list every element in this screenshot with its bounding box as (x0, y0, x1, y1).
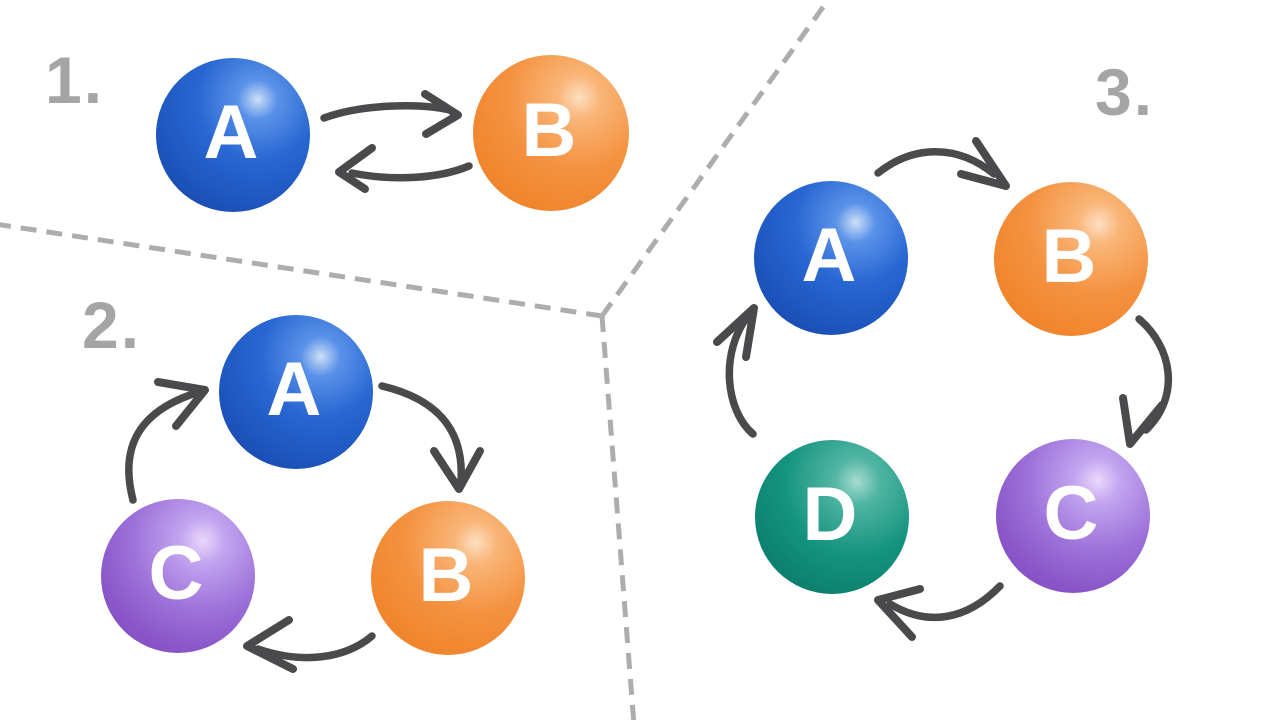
section-3-label: 3. (1095, 55, 1155, 129)
arrow-s2-b-to-c (243, 616, 376, 673)
node-label: B (418, 533, 474, 618)
arrow-head (154, 378, 209, 430)
arrow-shaft (378, 382, 465, 485)
node-s1-b: B (473, 55, 629, 211)
divider-line-bottom (599, 315, 637, 720)
node-label: B (1041, 214, 1097, 299)
arrow-head (421, 90, 462, 138)
arrow-head (713, 304, 758, 361)
node-s2-a: A (219, 315, 373, 469)
arrow-s3-d-to-a (713, 304, 758, 438)
arrow-shaft (125, 389, 200, 504)
arrow-shaft (320, 102, 454, 122)
node-s3-a: A (754, 181, 908, 335)
arrow-s2-a-to-b (378, 382, 484, 493)
arrow-shaft (886, 582, 1004, 622)
arrow-shaft (254, 632, 376, 662)
arrow-shaft (725, 312, 757, 438)
node-label: A (801, 213, 857, 298)
arrow-shaft (348, 162, 473, 182)
arrow-s3-c-to-d (874, 582, 1004, 641)
divider-lines (0, 0, 832, 720)
node-s1-a: A (156, 58, 310, 212)
arrow-head (957, 137, 1010, 190)
node-s3-d: D (755, 440, 909, 594)
node-label: A (266, 347, 322, 432)
arrow-s1-a-to-b (320, 90, 462, 138)
arrow-head (1119, 394, 1166, 448)
node-label: B (521, 88, 577, 173)
node-s2-b: B (371, 501, 525, 655)
arrow-head (874, 585, 924, 641)
arrow-shaft (874, 148, 998, 178)
section-1-label: 1. (45, 43, 105, 117)
node-label: C (148, 531, 204, 616)
node-label: D (802, 472, 858, 557)
divider-line-top-right (599, 0, 832, 318)
arrow-head (243, 616, 297, 673)
node-s2-c: C (101, 499, 255, 653)
arrow-s1-b-to-a (335, 144, 473, 193)
arrow-head (335, 144, 376, 193)
section-2-label: 2. (82, 288, 142, 362)
node-s3-b: B (994, 182, 1148, 336)
arrow-s2-c-to-a (125, 378, 209, 504)
node-s3-c: C (996, 439, 1150, 593)
node-label: C (1043, 471, 1099, 556)
node-label: A (203, 90, 259, 175)
arrow-head (430, 447, 484, 493)
arrow-s3-a-to-b (874, 137, 1010, 190)
arrow-s3-b-to-c (1119, 315, 1173, 448)
